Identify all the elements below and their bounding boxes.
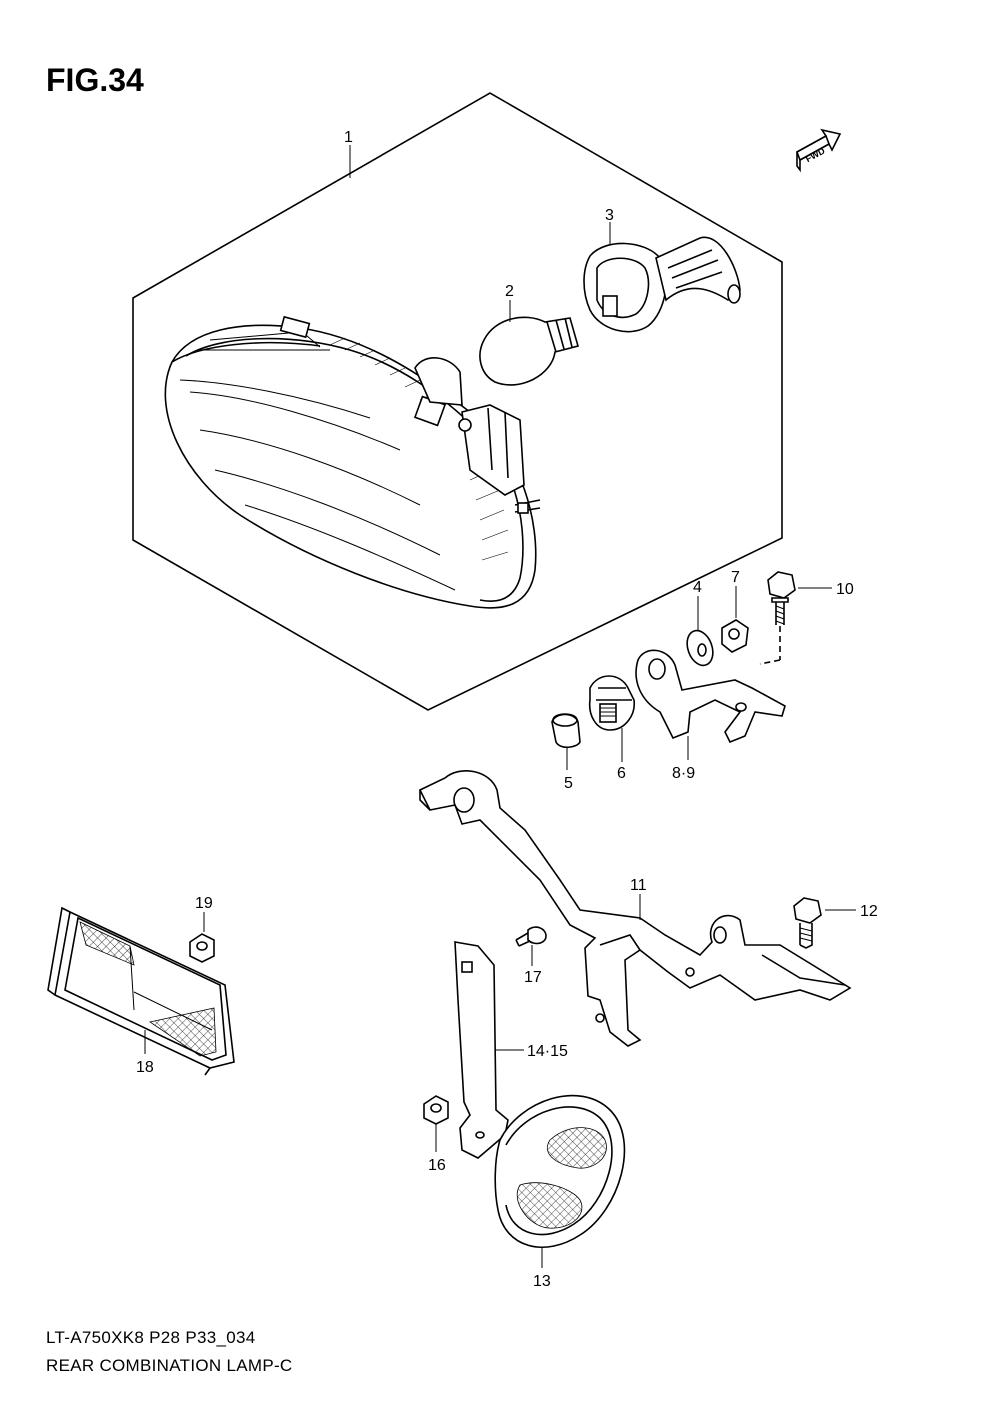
- callout-4: 4: [693, 579, 702, 596]
- callout-3: 3: [605, 207, 614, 224]
- reflector-nut-part: [423, 1095, 449, 1125]
- callout-5: 5: [564, 775, 573, 792]
- assembly-outline-box: [132, 92, 783, 711]
- callout-19: 19: [195, 895, 213, 912]
- figure-title: FIG.34: [46, 62, 144, 98]
- bracket-bolt-part: [793, 897, 822, 949]
- lamp-bracket-part: [635, 649, 786, 744]
- collar-part: [551, 713, 581, 749]
- bulb-part: [479, 316, 579, 386]
- reflector-bracket-part: [454, 941, 509, 1159]
- bolt-part: [759, 571, 796, 665]
- grommet-part: [588, 675, 635, 731]
- callout-leader-lines: [144, 145, 856, 1268]
- bulb-socket-part: [583, 236, 741, 333]
- callout-8-9: 8·9: [672, 765, 695, 782]
- main-bracket-part: [418, 770, 852, 1047]
- washer-part: [686, 629, 714, 667]
- rectangular-reflector-part: [47, 906, 235, 1076]
- round-reflector-part: [494, 1094, 626, 1248]
- callout-16: 16: [428, 1157, 446, 1174]
- reflector-nut-small-part: [189, 933, 215, 963]
- callout-2: 2: [505, 283, 514, 300]
- diagram-code: LT-A750XK8 P28 P33_034: [46, 1328, 256, 1347]
- callout-17: 17: [524, 969, 542, 986]
- callout-18: 18: [136, 1059, 154, 1076]
- callout-13: 13: [533, 1273, 551, 1290]
- nut-part: [721, 619, 749, 653]
- rear-combination-lamp-part: [164, 315, 541, 609]
- reflector-screw-part: [515, 926, 547, 947]
- diagram-name: REAR COMBINATION LAMP-C: [46, 1356, 293, 1375]
- callout-numbers: 1 2 3 4 5 6 7 8·9 10 11 12 13 14·15 16 1…: [136, 129, 878, 1290]
- callout-14-15: 14·15: [527, 1043, 568, 1060]
- callout-12: 12: [860, 903, 878, 920]
- fwd-arrow-icon: FWD: [796, 128, 842, 173]
- callout-6: 6: [617, 765, 626, 782]
- callout-1: 1: [344, 129, 353, 146]
- callout-11: 11: [630, 877, 647, 894]
- callout-10: 10: [836, 581, 854, 598]
- callout-7: 7: [731, 569, 740, 586]
